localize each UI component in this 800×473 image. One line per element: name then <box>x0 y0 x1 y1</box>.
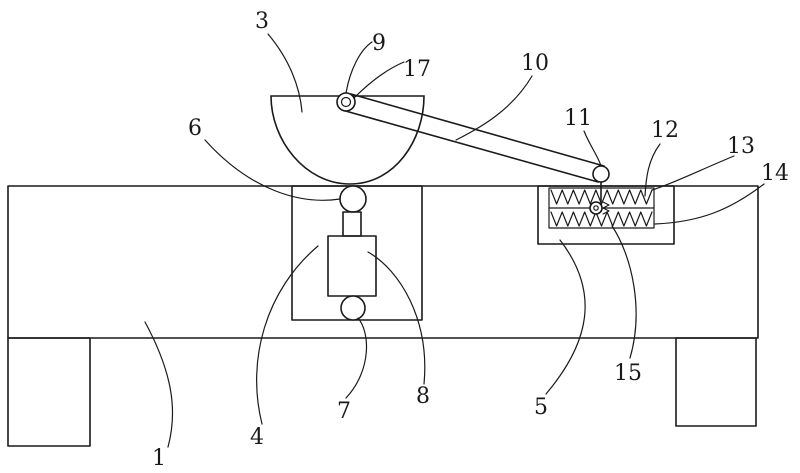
leader-5 <box>545 239 586 395</box>
leader-13 <box>651 155 735 191</box>
drive-shaft <box>342 211 362 237</box>
reference-numerals: 1 3 4 5 6 7 8 9 10 11 12 13 14 15 17 <box>152 9 789 471</box>
rod-top-pivot-pin <box>340 96 352 108</box>
lower-spring <box>550 211 653 227</box>
connecting-rod <box>341 93 605 183</box>
leader-8 <box>367 251 426 385</box>
label-7: 7 <box>337 399 351 424</box>
leader-11 <box>583 130 602 167</box>
label-11: 11 <box>564 106 592 131</box>
label-6: 6 <box>188 116 202 141</box>
leader-15 <box>611 225 637 359</box>
leader-12 <box>644 143 661 197</box>
label-17: 17 <box>403 57 431 82</box>
rod-upper-edge <box>350 93 605 167</box>
leader-17 <box>353 61 405 99</box>
bowl <box>270 95 425 185</box>
right-housing <box>537 185 675 245</box>
lower-bearing <box>340 295 366 321</box>
label-10: 10 <box>521 51 549 76</box>
label-15: 15 <box>614 361 642 386</box>
leader-14 <box>654 183 765 225</box>
label-8: 8 <box>416 384 430 409</box>
leader-10 <box>455 75 533 141</box>
label-3: 3 <box>255 9 269 34</box>
rod-top-pivot <box>336 92 356 112</box>
label-4: 4 <box>250 425 264 450</box>
leader-6 <box>204 139 341 201</box>
leader-7 <box>345 317 368 399</box>
leader-4 <box>256 245 319 425</box>
rod-lower-edge <box>341 109 599 183</box>
slider-pivot <box>589 201 603 215</box>
label-9: 9 <box>372 31 386 56</box>
label-12: 12 <box>651 118 679 143</box>
housing-outer <box>537 185 675 245</box>
upper-spring <box>550 189 653 205</box>
right-leg <box>675 337 757 427</box>
left-leg <box>7 337 91 447</box>
label-5: 5 <box>534 395 548 420</box>
label-13: 13 <box>727 134 755 159</box>
slider-pivot-center <box>593 205 599 211</box>
leader-3 <box>267 33 303 113</box>
label-1: 1 <box>152 446 166 471</box>
label-14: 14 <box>761 161 789 186</box>
small-spring-15 <box>602 201 610 215</box>
leader-9 <box>345 41 373 94</box>
leader-1 <box>144 321 174 448</box>
leader-lines <box>144 33 765 448</box>
motor <box>327 235 377 297</box>
upper-ball-joint <box>339 185 367 213</box>
rod-bottom-pivot <box>592 165 610 183</box>
